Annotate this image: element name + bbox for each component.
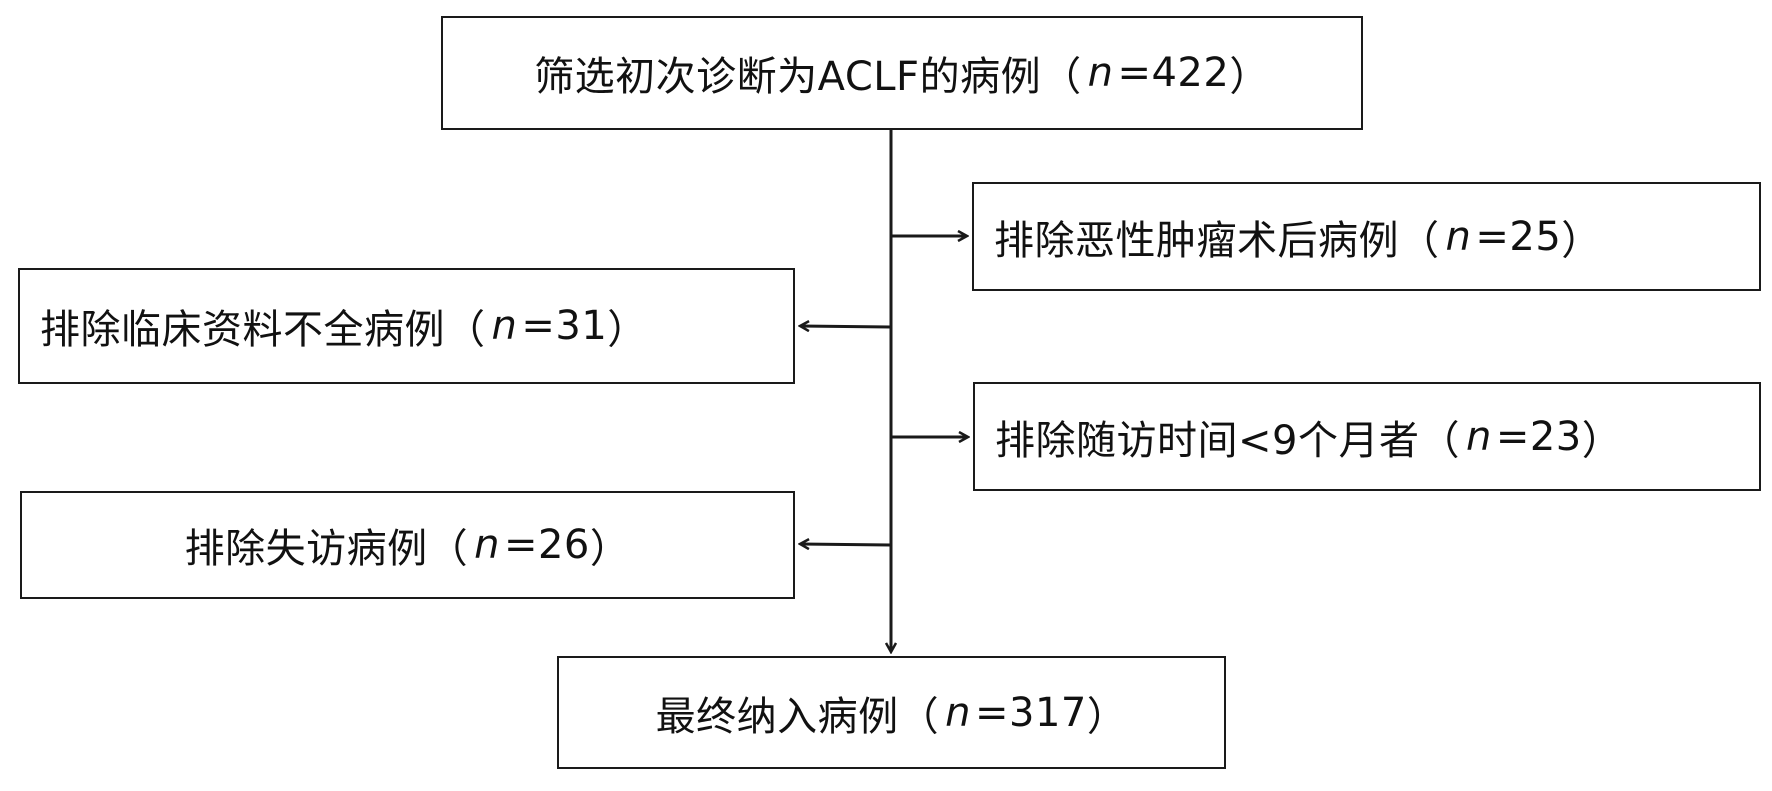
lost-close-paren: ） bbox=[589, 526, 631, 572]
final-label: 最终纳入病例（ bbox=[655, 693, 940, 740]
exclude-lost-followup-box: 排除失访病例（n=26） bbox=[20, 491, 795, 599]
followup-close-paren: ） bbox=[1581, 417, 1623, 464]
clinical-close-paren: ） bbox=[607, 307, 648, 353]
followup-count: =23 bbox=[1495, 413, 1582, 460]
malignancy-close-paren: ） bbox=[1561, 217, 1602, 264]
malignancy-label: 排除恶性肿瘤术后病例（ bbox=[994, 217, 1440, 264]
clinical-n-symbol: n bbox=[491, 303, 518, 349]
final-n-symbol: n bbox=[945, 689, 971, 736]
malignancy-n-symbol: n bbox=[1445, 213, 1472, 260]
lost-count: =26 bbox=[503, 522, 590, 568]
exclude-short-followup-box: 排除随访时间<9个月者（n=23） bbox=[973, 382, 1761, 491]
final-count: =317 bbox=[974, 689, 1087, 736]
followup-n-symbol: n bbox=[1465, 413, 1492, 460]
exclude-malignancy-box: 排除恶性肿瘤术后病例（n=25） bbox=[972, 182, 1761, 291]
exclude-incomplete-data-box: 排除临床资料不全病例（n=31） bbox=[18, 268, 795, 384]
clinical-count: =31 bbox=[521, 303, 608, 349]
screening-close-paren: ） bbox=[1229, 54, 1270, 100]
lost-n-symbol: n bbox=[474, 522, 500, 568]
screening-count: =422 bbox=[1117, 50, 1230, 96]
final-included-box: 最终纳入病例（n=317） bbox=[557, 656, 1226, 769]
arrow-to-clinical bbox=[800, 326, 892, 327]
screening-box: 筛选初次诊断为ACLF的病例（n=422） bbox=[441, 16, 1363, 130]
malignancy-count: =25 bbox=[1475, 213, 1562, 260]
followup-label: 排除随访时间<9个月者（ bbox=[995, 417, 1460, 464]
clinical-label: 排除临床资料不全病例（ bbox=[40, 307, 486, 353]
screening-n-symbol: n bbox=[1087, 50, 1114, 96]
lost-label: 排除失访病例（ bbox=[184, 526, 469, 572]
screening-label: 筛选初次诊断为ACLF的病例（ bbox=[534, 54, 1082, 100]
arrow-to-lost bbox=[800, 544, 892, 545]
final-close-paren: ） bbox=[1086, 693, 1128, 740]
